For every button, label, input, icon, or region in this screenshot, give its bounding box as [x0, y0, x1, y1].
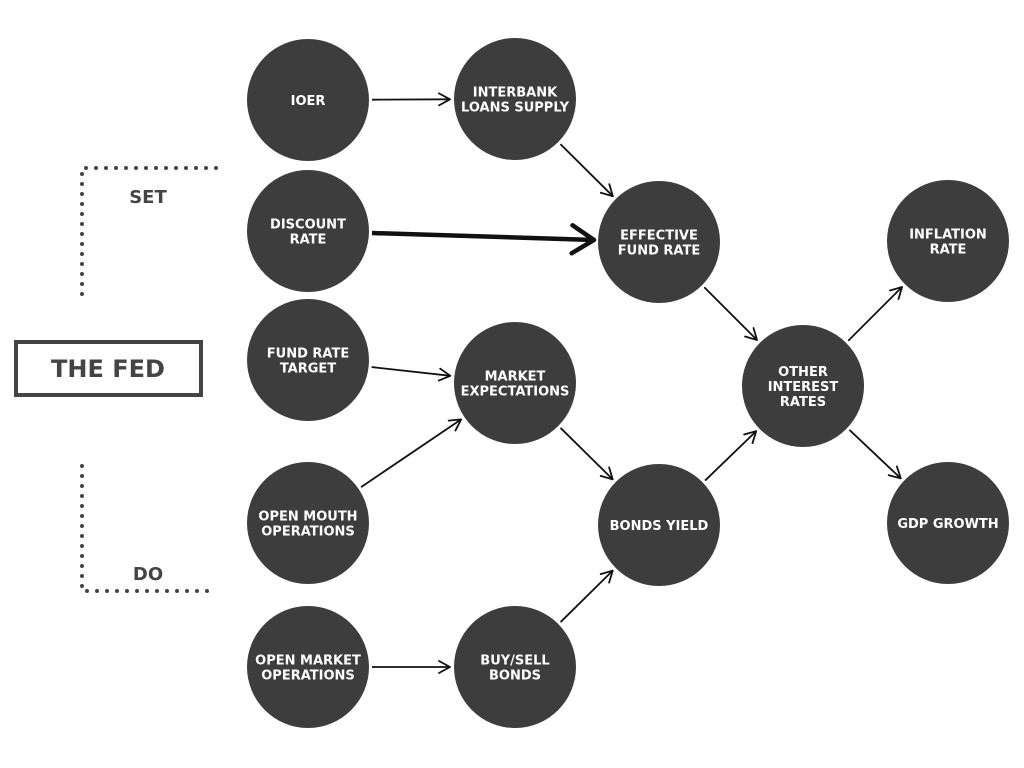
node-circle	[598, 181, 720, 303]
node-label: IOER	[291, 94, 326, 109]
node-label: GDP GROWTH	[897, 517, 998, 532]
set-bracket	[80, 166, 218, 298]
node-circle	[742, 325, 864, 447]
arrow-discount-to-effective	[371, 223, 597, 256]
arrow-buysell-to-bonds	[559, 569, 614, 623]
node-label: INTERBANK	[473, 86, 558, 101]
node-circle	[247, 39, 369, 161]
node-label: INTEREST	[768, 380, 839, 395]
node-circle	[247, 462, 369, 584]
node-label: EXPECTATIONS	[461, 385, 570, 400]
node-label: BONDS YIELD	[610, 519, 709, 534]
node-gdp: GDP GROWTH	[887, 462, 1009, 584]
node-label: OPERATIONS	[261, 669, 355, 684]
node-label: FUND RATE	[267, 347, 349, 362]
arrow-openmarket-to-buysell	[372, 660, 451, 674]
node-label: RATES	[780, 395, 826, 410]
node-circle	[247, 606, 369, 728]
node-circle	[247, 170, 369, 292]
node-label: BUY/SELL	[480, 654, 549, 669]
node-label: DISCOUNT	[270, 218, 346, 233]
the-fed-box	[14, 340, 203, 397]
node-circle	[247, 299, 369, 421]
node-circle	[887, 180, 1009, 302]
arrow-other-to-inflation	[847, 286, 903, 342]
node-label: OTHER	[778, 365, 828, 380]
node-ioer: IOER	[247, 39, 369, 161]
node-label: RATE	[290, 233, 327, 248]
arrow-mouth-to-expectations	[360, 418, 463, 488]
arrow-expectations-to-bonds	[559, 427, 614, 481]
edges	[360, 92, 903, 674]
node-bonds: BONDS YIELD	[598, 464, 720, 586]
node-circle	[598, 464, 720, 586]
node-circle	[454, 606, 576, 728]
node-label: INFLATION	[909, 228, 987, 243]
node-label: FUND RATE	[618, 244, 700, 259]
arrow-ioer-to-interbank	[371, 92, 451, 107]
arrow-effective-to-other	[703, 286, 758, 341]
node-circle	[454, 38, 576, 160]
node-label: RATE	[930, 243, 967, 258]
arrow-interbank-to-effective	[559, 143, 614, 198]
do-bracket	[80, 464, 218, 593]
node-label: BONDS	[489, 669, 541, 684]
arrow-target-to-expectations	[371, 366, 452, 382]
node-label: OPEN MOUTH	[258, 510, 357, 525]
node-label: EFFECTIVE	[620, 229, 698, 244]
set-label: SET	[129, 187, 167, 208]
node-label: LOANS SUPPLY	[461, 101, 570, 116]
arrow-other-to-gdp	[848, 429, 902, 480]
node-label: TARGET	[280, 362, 336, 377]
do-label: DO	[133, 564, 163, 585]
arrow-bonds-to-other	[704, 430, 758, 482]
node-circle	[454, 322, 576, 444]
the-fed-label: THE FED	[51, 355, 165, 383]
node-label: OPERATIONS	[261, 525, 355, 540]
node-label: MARKET	[485, 370, 546, 385]
node-label: OPEN MARKET	[255, 654, 361, 669]
node-circle	[887, 462, 1009, 584]
